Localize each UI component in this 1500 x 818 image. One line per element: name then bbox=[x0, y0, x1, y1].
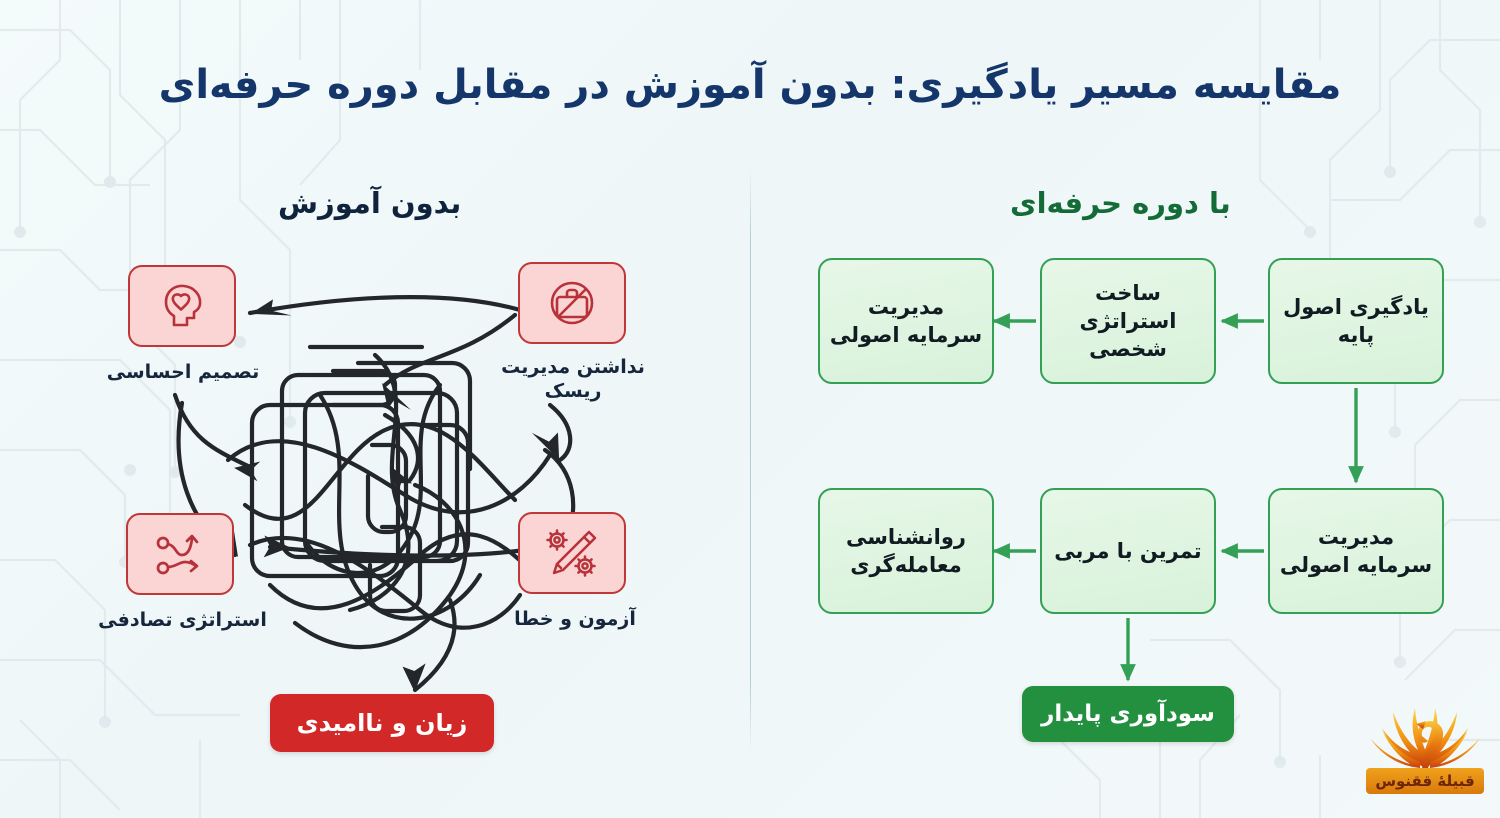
flow-step-3: مدیریت سرمایه اصولی bbox=[818, 258, 994, 384]
column-divider bbox=[750, 168, 751, 753]
outcome-bad-box: زیان و ناامیدی bbox=[270, 694, 494, 752]
no-briefcase-icon bbox=[550, 281, 594, 325]
icon-label-emotional-decision: تصمیم احساسی bbox=[106, 361, 260, 383]
outcome-good-label: سودآوری پایدار bbox=[1041, 701, 1215, 727]
chaotic-path-panel: تصمیم احساسی نداشتن مدیریت ریسک bbox=[98, 262, 645, 752]
page-title: مقایسه مسیر یادگیری: بدون آموزش در مقابل… bbox=[158, 62, 1342, 108]
flow-step-3-label: مدیریت سرمایه اصولی bbox=[829, 294, 983, 347]
icon-card-emotional-decision bbox=[128, 265, 236, 347]
pencil-gears-icon bbox=[546, 529, 597, 577]
icon-label-random-strategy: استراتژی تصادفی bbox=[98, 609, 267, 631]
icon-card-no-risk-management bbox=[518, 262, 626, 344]
flow-step-6: روانشناسی معامله‌گری bbox=[818, 488, 994, 614]
left-column-header: بدون آموزش bbox=[278, 186, 462, 220]
icon-label-trial-and-error: آزمون و خطا bbox=[514, 608, 636, 630]
flow-step-5: تمرین با مربی bbox=[1040, 488, 1216, 614]
flow-step-4: مدیریت سرمایه اصولی bbox=[1268, 488, 1444, 614]
icon-card-trial-and-error bbox=[518, 512, 626, 594]
structured-path-panel: یادگیری اصول پایه ساخت استراتژی شخصی مدی… bbox=[750, 0, 1500, 818]
right-column-header: با دوره حرفه‌ای bbox=[1010, 186, 1231, 220]
flow-step-2: ساخت استراتژی شخصی bbox=[1040, 258, 1216, 384]
logo-caption: قبیلهٔ ققنوس bbox=[1366, 768, 1484, 794]
head-heart-icon bbox=[164, 284, 202, 327]
outcome-good-box: سودآوری پایدار bbox=[1022, 686, 1234, 742]
flow-step-1: یادگیری اصول پایه bbox=[1268, 258, 1444, 384]
flow-step-2-label: ساخت استراتژی شخصی bbox=[1079, 280, 1177, 362]
phoenix-icon bbox=[1370, 708, 1480, 774]
flow-step-4-label: مدیریت سرمایه اصولی bbox=[1279, 524, 1433, 577]
flow-step-6-label: روانشناسی معامله‌گری bbox=[846, 524, 966, 577]
flow-step-1-label: یادگیری اصول پایه bbox=[1283, 294, 1429, 347]
branching-arrows-icon bbox=[156, 534, 199, 575]
flow-step-5-label: تمرین با مربی bbox=[1054, 538, 1202, 563]
outcome-bad-label: زیان و ناامیدی bbox=[296, 709, 468, 737]
icon-label-no-risk-management: نداشتن مدیریت ریسک bbox=[501, 356, 645, 403]
icon-card-random-strategy bbox=[126, 513, 234, 595]
